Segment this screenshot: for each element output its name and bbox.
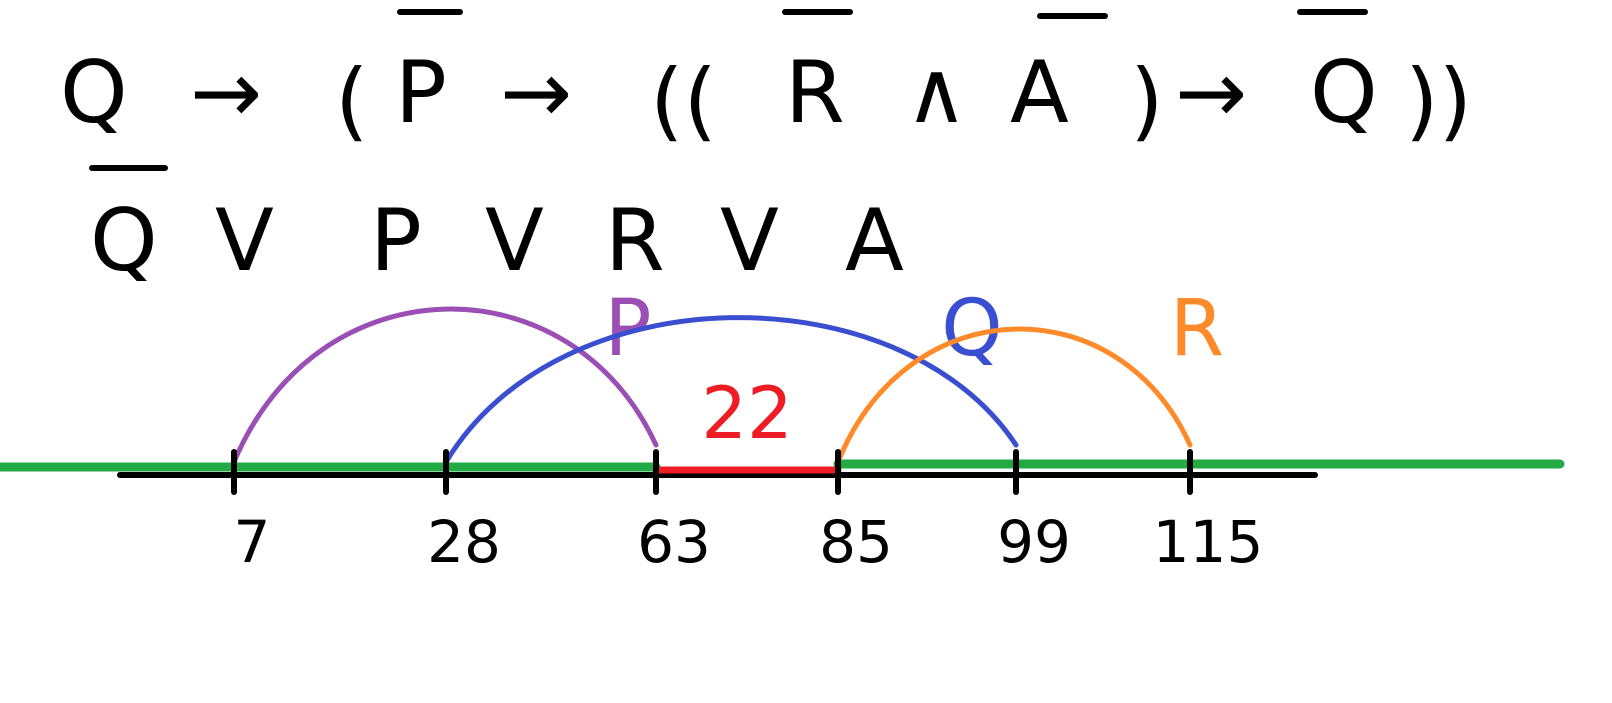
arc-r bbox=[835, 326, 1193, 465]
formula-arrow-2: → bbox=[500, 43, 572, 143]
formula-and: ∧ bbox=[905, 43, 968, 143]
formula-open-paren-2: (( bbox=[650, 51, 717, 151]
tick-label-7: 7 bbox=[234, 508, 271, 576]
formula-arrow-1: → bbox=[190, 43, 262, 143]
formula-r: R bbox=[785, 43, 845, 143]
tick-label-28: 28 bbox=[427, 508, 501, 576]
arc-p bbox=[231, 306, 659, 465]
formula-a: A bbox=[1010, 43, 1069, 143]
gap-label: 22 bbox=[701, 371, 793, 455]
tick-label-99: 99 bbox=[997, 508, 1071, 576]
formula-open-paren-1: ( bbox=[335, 51, 369, 151]
tick-label-63: 63 bbox=[637, 508, 711, 576]
arc-label-r: R bbox=[1170, 284, 1224, 374]
formula2-a: A bbox=[845, 191, 904, 291]
formula2-or-3: V bbox=[720, 191, 779, 291]
formula-q-2: Q bbox=[1310, 43, 1378, 143]
formula-close-paren-2: )) bbox=[1405, 51, 1472, 151]
formula2-p: P bbox=[370, 191, 422, 291]
formula2-r: R bbox=[605, 191, 665, 291]
formula-p: P bbox=[395, 43, 447, 143]
arc-q bbox=[443, 315, 1019, 465]
tick-label-85: 85 bbox=[819, 508, 893, 576]
formula-line-1: Q → ( P → (( R ∧ A ) → Q )) bbox=[60, 9, 1472, 151]
tick-label-115: 115 bbox=[1153, 508, 1264, 576]
formula2-or-2: V bbox=[485, 191, 544, 291]
formula-line-2: Q V P V R V A bbox=[89, 165, 904, 291]
formula-close-paren-1: ) bbox=[1130, 51, 1164, 151]
formula-q-1: Q bbox=[60, 43, 128, 143]
formula-arrow-3: → bbox=[1175, 43, 1247, 143]
formula2-q: Q bbox=[90, 191, 158, 291]
formula2-or-1: V bbox=[215, 191, 274, 291]
